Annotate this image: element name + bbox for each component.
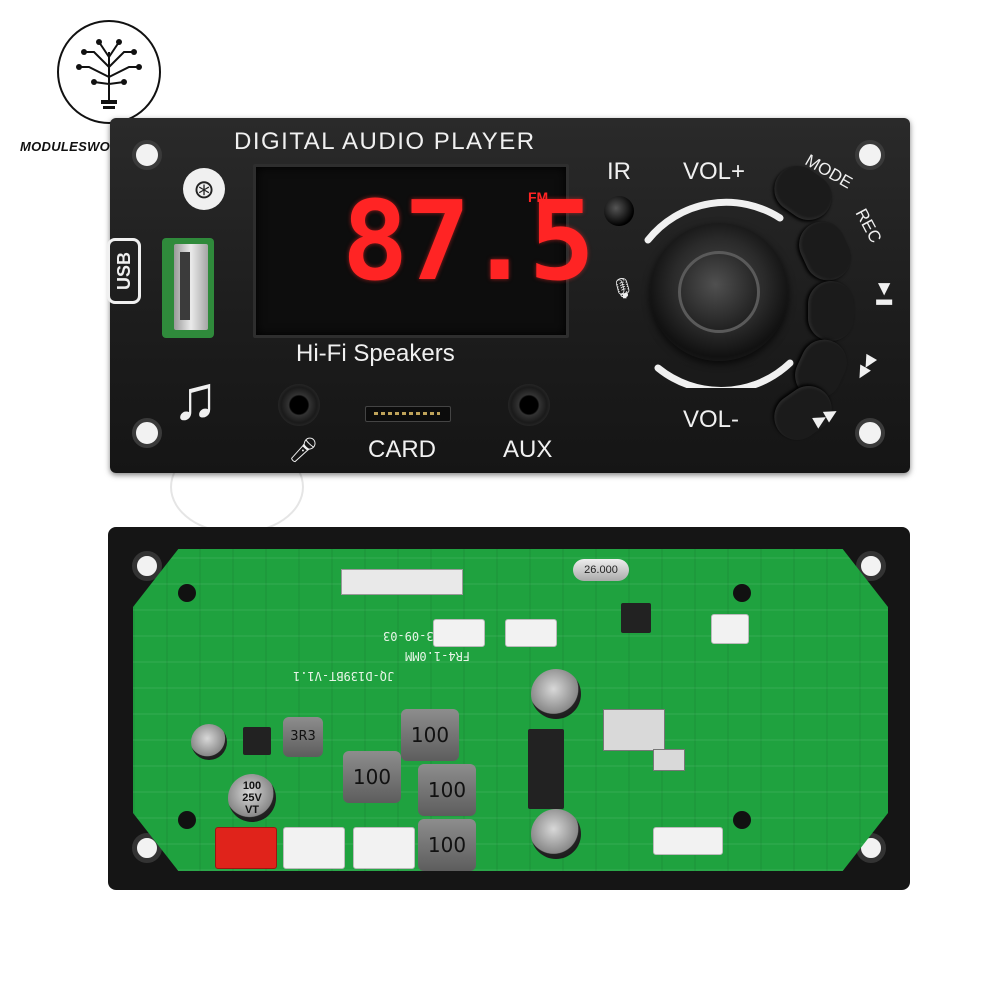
power-inductor: 100: [401, 709, 459, 761]
screw: [733, 811, 751, 829]
rec-label: REC: [851, 205, 886, 247]
pcb-board: 26.000 JQ-D139BT-V1.1 FR4-1.0MM 2023-09-…: [133, 549, 888, 871]
usb-port[interactable]: [162, 238, 214, 338]
bluetooth-chip: [621, 603, 651, 633]
vol-down-label: VOL-: [683, 406, 740, 433]
ir-sensor: [604, 196, 634, 226]
mount-hole: [855, 418, 885, 448]
display-unit: FM: [528, 189, 549, 205]
power-inductor: 100: [418, 764, 476, 816]
capacitor-value: 100: [242, 780, 262, 792]
microphone-icon: 🎤︎: [288, 437, 319, 464]
next-track-icon: ▶▶: [852, 352, 880, 383]
side-button-strip: [765, 156, 859, 450]
built-in-mic-icon: 🎙︎: [610, 278, 636, 300]
crystal-oscillator: 26.000: [573, 559, 629, 581]
mic-jack[interactable]: [278, 384, 320, 426]
header-connector[interactable]: [711, 614, 749, 644]
power-inductor: 100: [418, 819, 476, 871]
screw: [178, 811, 196, 829]
electrolytic-capacitor: [531, 669, 581, 719]
usb-label-text: USB: [107, 238, 141, 304]
music-note-icon: ♫: [172, 364, 219, 433]
electrolytic-capacitor: 100 25V VT: [228, 774, 276, 822]
panel-title: DIGITAL AUDIO PLAYER: [234, 128, 536, 155]
back-housing: 26.000 JQ-D139BT-V1.1 FR4-1.0MM 2023-09-…: [108, 527, 910, 890]
usb-port-shell: [174, 244, 208, 330]
electrolytic-capacitor: [191, 724, 227, 760]
sd-card-slot[interactable]: [365, 406, 451, 422]
regulator-chip: [243, 727, 271, 755]
mount-hole: [132, 418, 162, 448]
circuit-bulb-icon: [76, 39, 142, 109]
display-reading: 87.5: [342, 177, 595, 305]
brand-logo: [57, 20, 161, 124]
aux-jack[interactable]: [508, 384, 550, 426]
panel-subtitle: Hi-Fi Speakers: [296, 340, 455, 367]
mount-hole: [132, 833, 162, 863]
smd-cluster: [653, 749, 685, 771]
aux-label: AUX: [503, 436, 553, 463]
header-connector[interactable]: [505, 619, 557, 647]
rec-button[interactable]: [791, 214, 859, 288]
amplifier-chip: [528, 729, 564, 809]
electrolytic-capacitor: [531, 809, 581, 859]
capacitor-series: VT: [244, 804, 260, 816]
volume-knob[interactable]: [650, 223, 788, 361]
mount-hole: [132, 551, 162, 581]
usb-port-slot: [180, 252, 190, 320]
card-label: CARD: [368, 436, 437, 463]
usb-label: USB: [107, 238, 169, 304]
smd-cluster: [603, 709, 665, 751]
capacitor-label: 100 25V VT: [236, 780, 268, 816]
board-code: FR4-1.0MM: [405, 649, 471, 663]
power-inductor: 100: [343, 751, 401, 803]
front-panel: DIGITAL AUDIO PLAYER ⊛ USB 87.5 FM Hi-Fi…: [107, 118, 910, 473]
mount-hole: [855, 140, 885, 170]
speaker-connector[interactable]: [283, 827, 345, 869]
capacitor-voltage: 25V: [242, 792, 262, 804]
bluetooth-icon: ⊛: [183, 168, 225, 210]
play-pause-icon: ▶❚: [875, 283, 893, 309]
board-model: JQ-D139BT-V1.1: [293, 669, 395, 683]
ir-label: IR: [607, 158, 631, 185]
volume-arc: [644, 198, 794, 388]
speaker-connector[interactable]: [353, 827, 415, 869]
power-connector[interactable]: [215, 827, 277, 869]
led-display: 87.5 FM: [253, 164, 595, 338]
vol-up-label: VOL+: [683, 158, 746, 185]
play-pause-button[interactable]: [808, 281, 854, 341]
screw: [733, 584, 751, 602]
volume-knob-cap: [678, 251, 760, 333]
small-inductor: 3R3: [283, 717, 323, 757]
header-connector[interactable]: [653, 827, 723, 855]
screw: [178, 584, 196, 602]
ribbon-connector: [341, 569, 463, 595]
header-connector[interactable]: [433, 619, 485, 647]
mount-hole: [132, 140, 162, 170]
